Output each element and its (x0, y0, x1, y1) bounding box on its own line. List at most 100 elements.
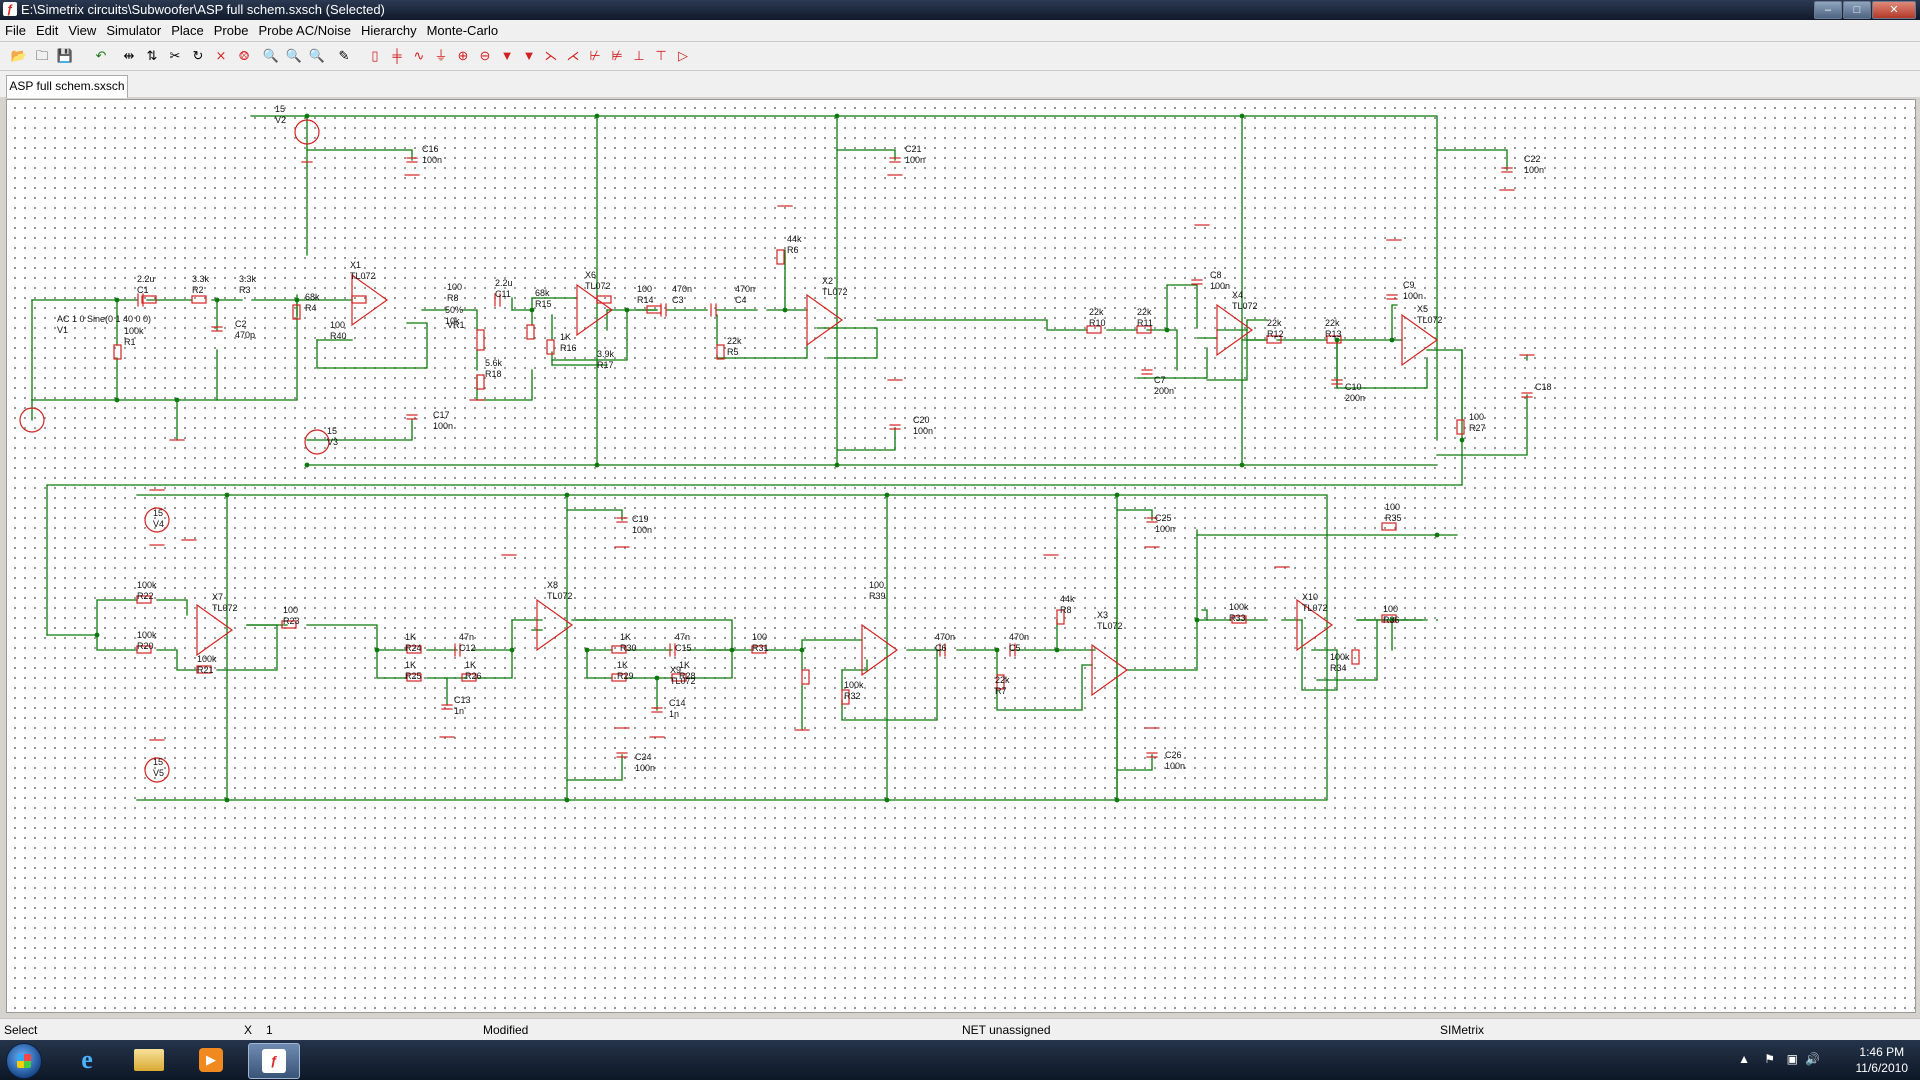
schematic-label: 100 (283, 605, 298, 615)
status-modified: Modified (483, 1023, 529, 1037)
delete-all-icon[interactable]: ⨷ (238, 48, 250, 63)
menu-hierarchy[interactable]: Hierarchy (360, 23, 417, 38)
schematic-label: 5.6k (485, 358, 503, 368)
resistor-icon[interactable]: ▯ (371, 48, 379, 63)
schematic-label: X6 (585, 270, 596, 280)
schematic-label: R34 (1330, 663, 1347, 673)
schematic-label: 2.2u (137, 274, 155, 284)
rotate-icon[interactable]: ↻ (192, 48, 204, 63)
schematic-label: 100 (1383, 604, 1398, 614)
schematic-label: 100n (1524, 165, 1544, 175)
schematic-label: R16 (560, 343, 577, 353)
menu-simulator[interactable]: Simulator (106, 23, 162, 38)
schematic-label: 100 (752, 632, 767, 642)
schematic-label: R12 (1267, 329, 1284, 339)
simetrix-app-icon: ƒ (3, 2, 17, 16)
schematic-label: 470p (235, 330, 255, 340)
schematic-label: 100n (905, 155, 925, 165)
voltage-source-icon[interactable]: ⊕ (457, 48, 469, 63)
switch-icon[interactable]: ⊥ (633, 48, 645, 63)
tab-asp-full-schem[interactable]: ASP full schem.sxsch (6, 75, 128, 98)
inductor-icon[interactable]: ∿ (413, 48, 425, 63)
schematic-label: 100 (447, 282, 462, 292)
menu-file[interactable]: File (5, 23, 26, 38)
title-bar[interactable]: ƒ E:\Simetrix circuits\Subwoofer\ASP ful… (0, 0, 1920, 20)
schematic-label: R21 (197, 665, 214, 675)
clock[interactable]: 1:46 PM 11/6/2010 (1856, 1044, 1909, 1076)
pnp-icon[interactable]: ▼ (522, 48, 536, 63)
supply-icon[interactable]: ⊤ (655, 48, 667, 63)
schematic-label: X10 (1302, 592, 1318, 602)
close-button[interactable]: ✕ (1872, 1, 1916, 19)
zoom-in-icon[interactable]: 🔍 (308, 48, 326, 63)
nmos-icon[interactable]: ⋋ (544, 48, 558, 63)
wire-pen-icon[interactable]: ✎ (338, 48, 350, 63)
schematic-label: 22k (1089, 307, 1104, 317)
save-icon[interactable]: 💾 (56, 48, 74, 63)
schematic-label: C10 (1345, 382, 1362, 392)
pmos-icon[interactable]: ⋌ (566, 48, 580, 63)
npn-icon[interactable]: ▼ (500, 48, 514, 63)
arrow-icon[interactable]: ▷ (678, 48, 688, 63)
schematic-label: C16 (422, 144, 439, 154)
menu-place[interactable]: Place (171, 23, 204, 38)
schematic-label: R13 (1325, 329, 1342, 339)
schematic-label: 3.3k (192, 274, 210, 284)
schematic-label: TL072 (1417, 315, 1443, 325)
action-center-flag-icon[interactable]: ⚑ (1764, 1052, 1775, 1066)
schematic-label: 68k (535, 288, 550, 298)
start-button[interactable] (6, 1043, 42, 1079)
mirror-icon[interactable]: ⇹ (123, 48, 135, 63)
status-bar: Select X 1 Modified NET unassigned SIMet… (0, 1018, 1920, 1041)
opamp-icon[interactable]: ⊬ (589, 48, 601, 63)
open-icon[interactable]: 📂 (10, 48, 28, 63)
schematic-label: 100n (1155, 524, 1175, 534)
schematic-label: C3 (672, 295, 684, 305)
schematic-label: R2 (192, 285, 204, 295)
schematic-label: 10k (445, 316, 460, 326)
schematic-label: TL072 (1097, 621, 1123, 631)
status-mode: Select (4, 1023, 38, 1037)
delete-icon[interactable]: ⨯ (215, 48, 227, 63)
maximize-button[interactable]: □ (1843, 1, 1871, 19)
media-player-icon[interactable]: ▶ (186, 1043, 236, 1077)
schematic-label: C9 (1403, 280, 1415, 290)
schematic-label: 44k (787, 234, 802, 244)
schematic-label: 470n (1009, 632, 1029, 642)
menu-view[interactable]: View (68, 23, 97, 38)
flip-icon[interactable]: ⇅ (146, 48, 158, 63)
capacitor-icon[interactable]: ╪ (392, 48, 402, 63)
schematic-label: TL072 (212, 603, 238, 613)
simetrix-taskbar-icon[interactable]: ƒ (248, 1043, 300, 1079)
menu-probe-ac-noise[interactable]: Probe AC/Noise (258, 23, 351, 38)
diode-icon[interactable]: ⊖ (479, 48, 491, 63)
volume-icon[interactable]: 🔊 (1805, 1052, 1820, 1066)
undo-icon[interactable]: ↶ (95, 48, 107, 63)
internet-explorer-icon[interactable]: e (81, 1045, 93, 1074)
cut-icon[interactable]: ✂ (169, 48, 181, 63)
schematic-label: 100k (137, 630, 157, 640)
schematic-label: X8 (547, 580, 558, 590)
menu-edit[interactable]: Edit (35, 23, 59, 38)
schematic-label: C19 (632, 514, 649, 524)
schematic-label: 1n (454, 706, 464, 716)
comparator-icon[interactable]: ⊭ (611, 48, 623, 63)
schematic-label: 470n (672, 284, 692, 294)
network-icon[interactable]: ▣ (1786, 1052, 1798, 1066)
file-explorer-icon[interactable] (124, 1043, 174, 1077)
show-hidden-icon[interactable]: ▲ (1738, 1052, 1750, 1066)
menu-monte-carlo[interactable]: Monte-Carlo (426, 23, 499, 38)
zoom-out-icon[interactable]: 🔍 (285, 48, 303, 63)
ground-icon[interactable]: ⏚ (434, 48, 448, 63)
new-icon[interactable]: 🗀 (35, 48, 49, 63)
schematic-label: C8 (1210, 270, 1222, 280)
menu-probe[interactable]: Probe (213, 23, 249, 38)
toolbar: 📂 🗀 💾 ↶ ⇹ ⇅ ✂ ↻ ⨯ ⨷ 🔍 🔍 🔍 ✎ ▯ ╪ ∿ ⏚ ⊕ ⊖ … (0, 42, 1920, 71)
schematic-label: 100 (330, 320, 345, 330)
zoom-full-icon[interactable]: 🔍 (262, 48, 280, 63)
minimize-button[interactable]: – (1814, 1, 1842, 19)
schematic-label: R15 (535, 299, 552, 309)
schematic-label: 100n (1165, 761, 1185, 771)
